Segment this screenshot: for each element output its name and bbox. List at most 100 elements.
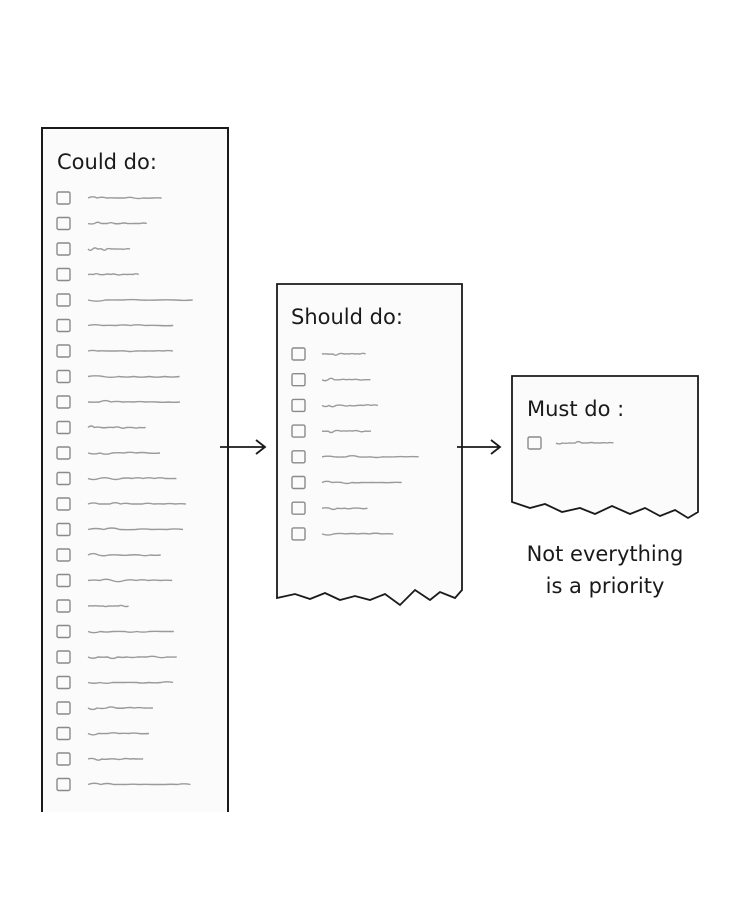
item-scribble xyxy=(87,247,131,252)
checklist-item[interactable] xyxy=(291,475,402,490)
checkbox[interactable] xyxy=(56,675,71,690)
checkbox[interactable] xyxy=(56,369,71,384)
checkbox[interactable] xyxy=(56,497,71,511)
checklist-item[interactable] xyxy=(56,548,161,562)
checkbox[interactable] xyxy=(56,420,71,435)
checkbox[interactable] xyxy=(56,191,71,205)
checkbox[interactable] xyxy=(56,344,71,358)
checkbox[interactable] xyxy=(56,726,71,741)
checklist-item[interactable] xyxy=(56,701,153,715)
could-do-border xyxy=(41,127,229,812)
item-scribble xyxy=(87,399,180,404)
checkbox[interactable] xyxy=(56,573,71,588)
arrow-right-icon xyxy=(220,439,267,455)
checkbox[interactable] xyxy=(56,650,71,664)
checkbox[interactable] xyxy=(56,624,71,639)
should-do-list: Should do: xyxy=(276,283,463,607)
checklist-item[interactable] xyxy=(56,293,193,307)
checklist-item[interactable] xyxy=(56,242,131,256)
checklist-item[interactable] xyxy=(56,216,148,231)
checklist-item[interactable] xyxy=(56,650,177,664)
item-scribble xyxy=(87,349,173,353)
item-scribble xyxy=(87,298,193,302)
checklist-item[interactable] xyxy=(291,373,371,387)
checklist-item[interactable] xyxy=(291,398,379,413)
checkbox[interactable] xyxy=(291,424,306,438)
checklist-item[interactable] xyxy=(291,424,372,438)
item-scribble xyxy=(87,655,177,660)
item-scribble xyxy=(87,706,153,711)
checklist-item[interactable] xyxy=(56,497,186,511)
checkbox[interactable] xyxy=(56,446,71,460)
should-do-paper xyxy=(276,283,463,607)
checkbox[interactable] xyxy=(527,436,542,450)
checklist-item[interactable] xyxy=(291,527,394,541)
checklist-item[interactable] xyxy=(56,446,161,460)
checklist-item[interactable] xyxy=(291,450,419,464)
item-scribble xyxy=(321,377,371,382)
item-scribble xyxy=(87,681,174,685)
checklist-item[interactable] xyxy=(56,420,146,435)
checkbox[interactable] xyxy=(56,471,71,486)
checkbox[interactable] xyxy=(56,548,71,562)
checklist-item[interactable] xyxy=(527,436,614,450)
checkbox[interactable] xyxy=(56,293,71,307)
checklist-item[interactable] xyxy=(56,675,174,690)
checklist-item[interactable] xyxy=(56,191,162,205)
checkbox[interactable] xyxy=(291,347,306,361)
checklist-item[interactable] xyxy=(291,347,366,361)
must-do-title: Must do : xyxy=(527,397,624,421)
checklist-item[interactable] xyxy=(56,471,177,486)
checkbox[interactable] xyxy=(56,777,71,792)
could-do-title: Could do: xyxy=(57,150,157,174)
checkbox[interactable] xyxy=(291,501,306,515)
item-scribble xyxy=(87,604,129,608)
checkbox[interactable] xyxy=(56,395,71,409)
item-scribble xyxy=(87,375,180,378)
checklist-item[interactable] xyxy=(56,395,180,409)
item-scribble xyxy=(87,630,174,634)
checklist-item[interactable] xyxy=(56,369,180,384)
checklist-item[interactable] xyxy=(56,573,173,588)
arrow-right-icon xyxy=(457,439,502,455)
checkbox[interactable] xyxy=(291,398,306,413)
item-scribble xyxy=(87,732,150,736)
item-scribble xyxy=(87,782,191,786)
checkbox[interactable] xyxy=(56,242,71,256)
checkbox[interactable] xyxy=(56,318,71,333)
could-do-list: Could do: xyxy=(41,127,229,812)
checkbox[interactable] xyxy=(56,522,71,537)
checkbox[interactable] xyxy=(56,216,71,231)
checkbox[interactable] xyxy=(56,752,71,766)
checkbox[interactable] xyxy=(291,527,306,541)
checklist-item[interactable] xyxy=(56,522,184,537)
item-scribble xyxy=(321,455,419,459)
checklist-item[interactable] xyxy=(56,726,150,741)
item-scribble xyxy=(87,527,184,531)
checklist-item[interactable] xyxy=(56,267,139,282)
item-scribble xyxy=(321,404,379,408)
checklist-item[interactable] xyxy=(56,752,144,766)
checklist-item[interactable] xyxy=(56,777,191,792)
checkbox[interactable] xyxy=(291,373,306,387)
checkbox[interactable] xyxy=(56,599,71,613)
checklist-item[interactable] xyxy=(291,501,368,515)
item-scribble xyxy=(87,757,144,761)
must-do-paper xyxy=(511,375,699,520)
checklist-item[interactable] xyxy=(56,344,173,358)
item-scribble xyxy=(321,480,402,485)
checkbox[interactable] xyxy=(291,475,306,490)
item-scribble xyxy=(87,273,139,276)
item-scribble xyxy=(87,578,173,583)
checkbox[interactable] xyxy=(291,450,306,464)
should-do-title: Should do: xyxy=(291,305,403,329)
item-scribble xyxy=(87,323,174,327)
checklist-item[interactable] xyxy=(56,318,174,333)
checkbox[interactable] xyxy=(56,267,71,282)
checklist-item[interactable] xyxy=(56,624,174,639)
must-do-list: Must do : xyxy=(511,375,699,520)
checkbox[interactable] xyxy=(56,701,71,715)
checklist-item[interactable] xyxy=(56,599,129,613)
item-scribble xyxy=(87,552,161,557)
